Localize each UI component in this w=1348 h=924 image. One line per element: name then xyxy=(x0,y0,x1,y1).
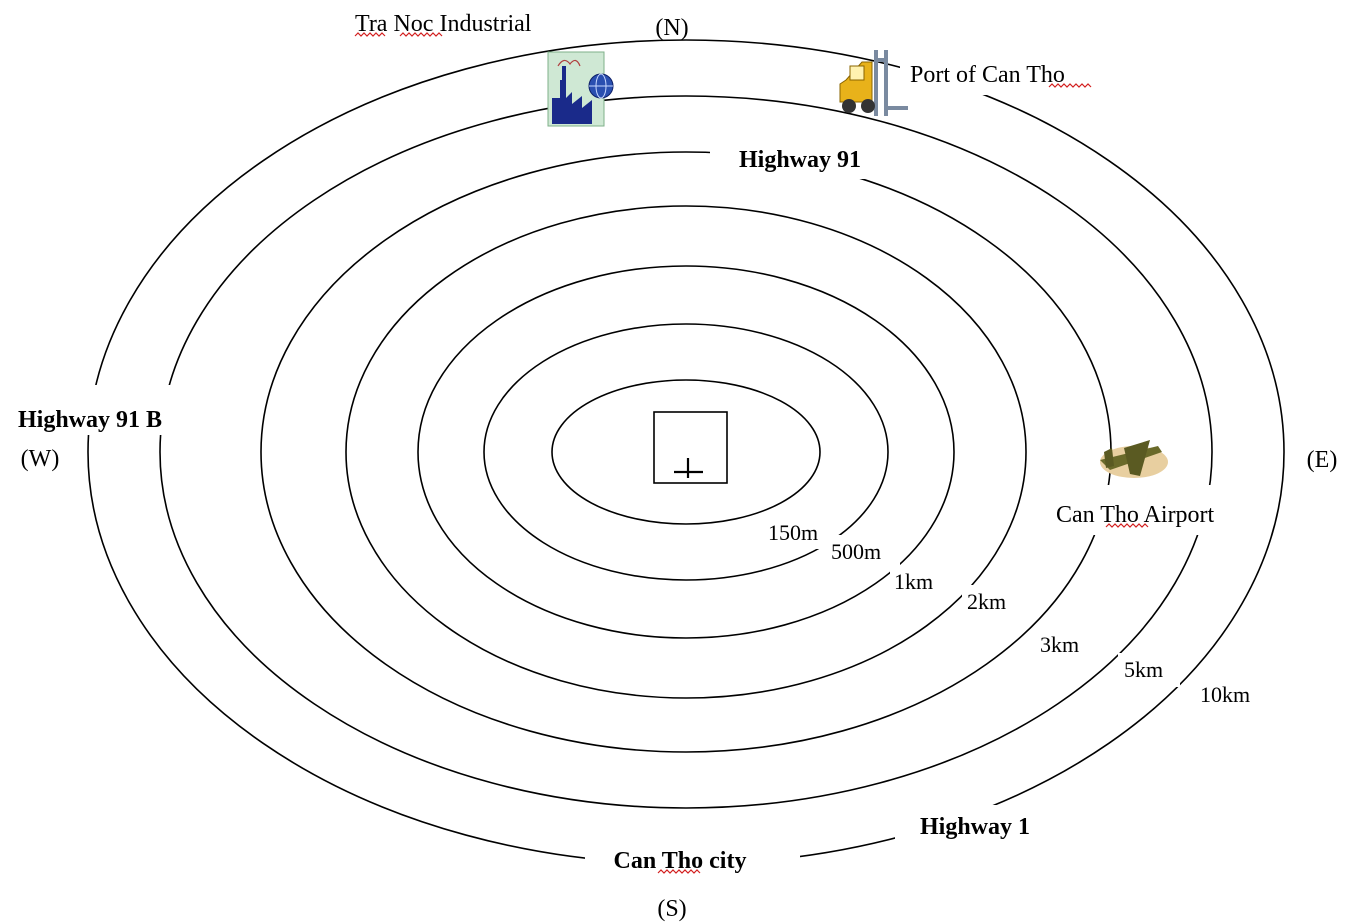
ring-2km xyxy=(345,205,1027,699)
ring-500m xyxy=(483,323,889,581)
spellcheck-underlines xyxy=(354,32,1149,874)
distance-label-500m: 500m xyxy=(831,539,881,564)
highway-1-label: Highway 1 xyxy=(920,814,1030,840)
airplane-icon xyxy=(1100,440,1168,478)
distance-label-1km: 1km xyxy=(894,569,933,594)
city-label: Can Tho city xyxy=(614,848,747,874)
road-labels: Highway 91 Highway 91 B Highway 1 xyxy=(18,147,1030,840)
highway-91b-label: Highway 91 B xyxy=(18,407,162,433)
distance-labels: 150m 500m 1km 2km 3km 5km 10km xyxy=(768,520,1250,707)
ring-1km xyxy=(417,265,955,639)
highway-91-label: Highway 91 xyxy=(739,147,861,173)
distance-label-150m: 150m xyxy=(768,520,818,545)
compass-south-label: (S) xyxy=(657,896,686,922)
factory-globe-icon xyxy=(547,51,614,127)
port-label: Port of Can Tho xyxy=(910,62,1065,88)
distance-label-2km: 2km xyxy=(967,589,1006,614)
compass-north-label: (N) xyxy=(655,15,688,41)
place-labels: Tra Noc Industrial Port of Can Tho Can T… xyxy=(355,11,1215,874)
distance-label-3km: 3km xyxy=(1040,632,1079,657)
ring-5km xyxy=(159,95,1213,809)
industrial-zone-label: Tra Noc Industrial xyxy=(355,11,532,37)
distance-label-5km: 5km xyxy=(1124,657,1163,682)
forklift-icon xyxy=(839,50,908,116)
compass-west-label: (W) xyxy=(21,446,60,472)
ring-150m xyxy=(551,379,821,525)
compass-east-label: (E) xyxy=(1307,447,1338,473)
compass-labels: (N) (S) (E) (W) xyxy=(21,15,1338,922)
airport-label: Can Tho Airport xyxy=(1056,502,1215,528)
site-marker-icon xyxy=(653,411,728,484)
distance-label-10km: 10km xyxy=(1200,682,1250,707)
label-gaps xyxy=(60,55,1273,885)
distance-rings xyxy=(87,39,1285,865)
